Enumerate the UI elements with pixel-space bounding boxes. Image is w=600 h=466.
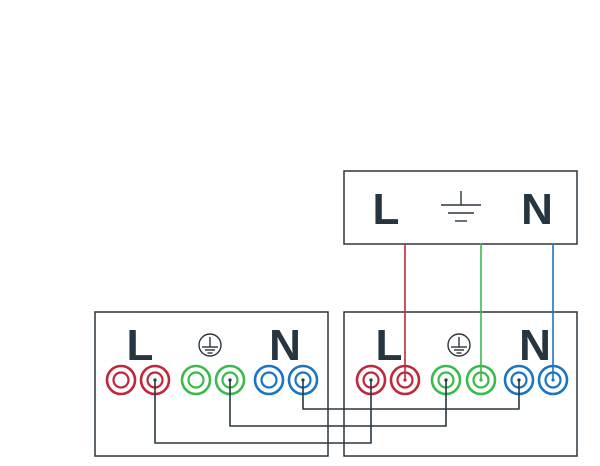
left-socket-box: L N	[94, 311, 329, 457]
left-terminal-neutral-1	[253, 364, 285, 396]
supply-neutral-label: N	[521, 185, 553, 234]
terminal-contact	[479, 378, 483, 382]
terminal-contact	[369, 378, 373, 382]
right-line-label: L	[376, 321, 403, 370]
terminal-contact	[551, 378, 555, 382]
earth-bridge-wire	[229, 379, 447, 427]
left-terminal-earth-1	[180, 364, 212, 396]
terminal-contacts	[153, 378, 555, 382]
line-bridge-wire	[154, 379, 372, 444]
supply-line-label: L	[373, 185, 400, 234]
terminal-contact	[301, 378, 305, 382]
left-line-label: L	[127, 321, 154, 370]
terminal-contact	[153, 378, 157, 382]
protective-earth-icon	[447, 333, 471, 357]
neutral-bridge-wire	[302, 379, 520, 410]
right-neutral-label: N	[519, 321, 551, 370]
left-neutral-label: N	[269, 321, 301, 370]
terminal-contact	[403, 378, 407, 382]
terminal-contact	[517, 378, 521, 382]
terminal-contact	[444, 378, 448, 382]
supply-box: L N	[343, 170, 578, 245]
protective-earth-icon	[198, 333, 222, 357]
terminal-contact	[228, 378, 232, 382]
earth-ground-icon	[441, 191, 481, 222]
right-socket-box: L N	[343, 311, 578, 457]
left-terminal-line-1	[105, 364, 137, 396]
